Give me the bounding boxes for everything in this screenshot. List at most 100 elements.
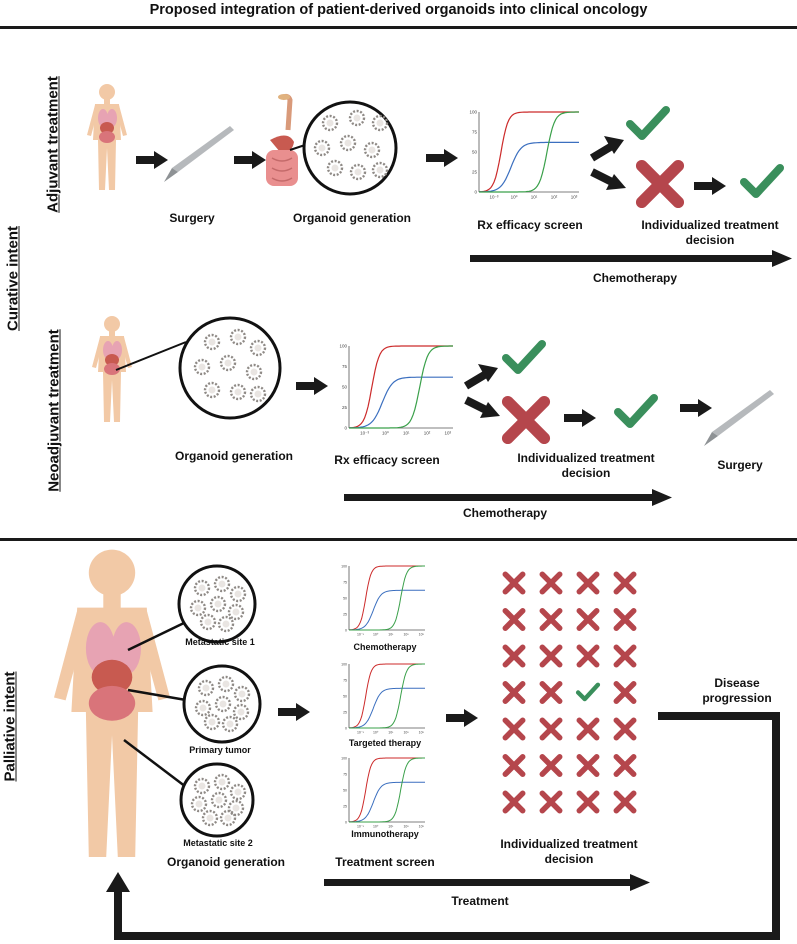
cross-icon [579, 757, 596, 774]
cross-icon [542, 793, 559, 810]
x-tick-label: 10⁰ [373, 633, 379, 637]
treatment-screen-label: Treatment screen [335, 855, 435, 869]
green-curve [479, 111, 579, 193]
y-tick-label: 100 [341, 663, 347, 667]
x-tick-label: 10² [403, 825, 409, 829]
disease-progression-label-line1: Disease [714, 676, 760, 690]
cross-icon [505, 757, 522, 774]
green-curve [349, 565, 425, 631]
green-curve [349, 757, 425, 823]
y-tick-label: 0 [345, 821, 347, 825]
cross-icon [542, 684, 559, 701]
scalpel-icon [164, 126, 234, 182]
blue-curve [349, 589, 425, 631]
x-tick-label: 10¹ [388, 633, 394, 637]
decision-label-line1: Individualized treatment [641, 218, 779, 232]
treatment-decision-grid [505, 574, 633, 810]
x-tick-label: 10³ [571, 195, 578, 200]
organoid-dish-icon [182, 664, 262, 744]
decision-label-line2: decision [685, 233, 735, 247]
organoid-dish-icon [179, 762, 255, 838]
x-tick-label: 10⁻³ [490, 195, 499, 200]
chemotherapy-label: Chemotherapy [592, 271, 678, 285]
x-tick-label: 10³ [445, 431, 452, 436]
metastatic-site-1-label: Metastatic site 1 [185, 637, 255, 647]
y-tick-label: 50 [342, 385, 348, 390]
y-tick-label: 25 [472, 170, 478, 175]
green-curve [349, 345, 453, 429]
surgery-label: Surgery [717, 458, 763, 472]
y-tick-label: 25 [343, 711, 347, 715]
check-icon [506, 344, 542, 370]
disease-progression-label-line2: progression [702, 691, 772, 705]
cross-icon [542, 574, 559, 591]
green-curve [349, 663, 425, 729]
cross-icon [616, 647, 633, 664]
decision-label-line2: decision [544, 852, 594, 866]
cross-icon [579, 720, 596, 737]
decision-label-line1: Individualized treatment [517, 451, 655, 465]
cross-icon [542, 720, 559, 737]
x-tick-label: 10³ [419, 825, 425, 829]
cross-icon [542, 611, 559, 628]
y-tick-label: 0 [474, 190, 477, 195]
cross-icon [642, 166, 678, 202]
cross-icon [579, 647, 596, 664]
x-tick-label: 10¹ [388, 731, 394, 735]
arrow-icon [680, 399, 712, 417]
cross-icon [505, 684, 522, 701]
organoid-dish-icon [302, 100, 398, 196]
arrow-icon [694, 177, 726, 195]
surgery-label: Surgery [169, 211, 215, 225]
red-curve [348, 663, 425, 729]
cross-icon [542, 757, 559, 774]
rx-efficacy-screen-label: Rx efficacy screen [477, 218, 583, 232]
cross-icon [579, 574, 596, 591]
y-tick-label: 25 [343, 805, 347, 809]
immunotherapy-screen-label: Immunotherapy [351, 829, 419, 839]
y-tick-label: 75 [343, 679, 347, 683]
y-tick-label: 0 [345, 727, 347, 731]
y-tick-label: 0 [345, 629, 347, 633]
primary-tumor-label: Primary tumor [189, 745, 251, 755]
organoid-dish-icon [178, 316, 282, 420]
cross-icon [616, 757, 633, 774]
y-tick-label: 0 [344, 426, 347, 431]
red-curve [478, 111, 579, 193]
x-tick-label: 10⁰ [511, 195, 518, 200]
y-tick-label: 50 [343, 597, 347, 601]
metastatic-site-2-label: Metastatic site 2 [183, 838, 253, 848]
y-tick-label: 75 [472, 130, 478, 135]
arrow-icon [278, 703, 310, 721]
x-tick-label: 10² [424, 431, 431, 436]
x-tick-label: 10¹ [388, 825, 394, 829]
cross-icon [616, 793, 633, 810]
divider-middle [0, 538, 797, 541]
red-curve [348, 757, 425, 823]
x-tick-label: 10⁰ [373, 731, 379, 735]
x-tick-label: 10² [403, 731, 409, 735]
x-tick-label: 10² [551, 195, 558, 200]
arrow-icon [564, 409, 596, 427]
y-tick-label: 25 [342, 405, 348, 410]
cross-icon [505, 611, 522, 628]
decision-label-line1: Individualized treatment [500, 837, 638, 851]
arrow-icon [296, 377, 328, 395]
y-tick-label: 25 [343, 613, 347, 617]
organoid-dish-icon [177, 564, 257, 644]
arrow-icon [426, 149, 458, 167]
check-icon [744, 168, 780, 194]
cross-icon [616, 574, 633, 591]
cross-icon [542, 647, 559, 664]
page-title: Proposed integration of patient-derived … [149, 2, 648, 18]
cross-icon [616, 720, 633, 737]
x-tick-label: 10⁻³ [357, 633, 365, 637]
cross-icon [579, 793, 596, 810]
y-tick-label: 50 [343, 789, 347, 793]
cross-icon [616, 684, 633, 701]
blue-curve [349, 781, 425, 823]
